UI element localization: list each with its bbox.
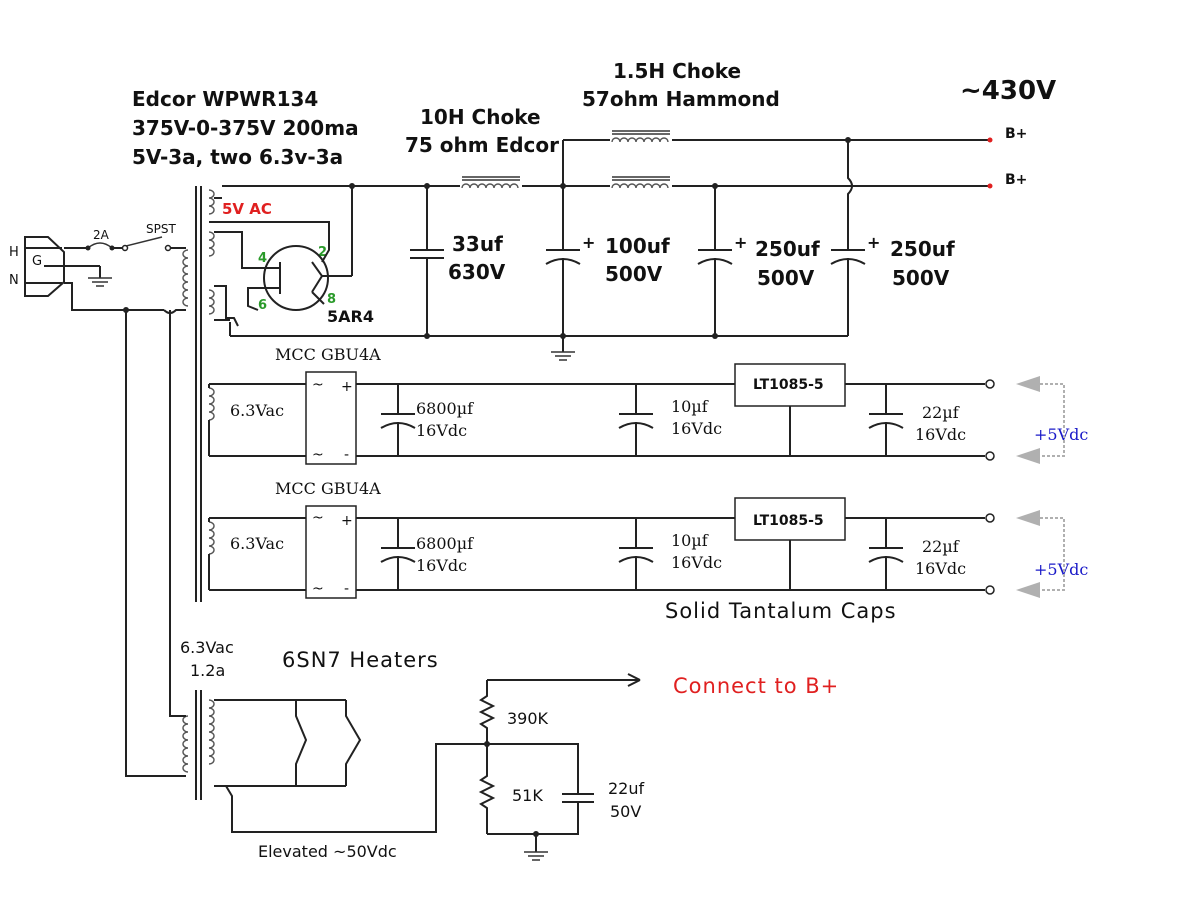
winding-5v-label: 5V AC [222, 200, 272, 218]
output-voltage-label: ~430V [960, 76, 1056, 106]
cap-22-1-voltage: 16Vdc [915, 425, 966, 444]
heater-winding-voltage: 6.3Vac [180, 638, 234, 657]
plug-h-label: H [9, 245, 19, 260]
cap-250uf-a: + [697, 186, 747, 336]
svg-text:+: + [582, 233, 595, 252]
power-transformer-core [195, 186, 202, 602]
cap-10-1-value: 10µf [671, 397, 709, 416]
cap-250a-value: 250uf [755, 237, 820, 261]
tube-pin-6: 6 [258, 298, 267, 313]
choke-10h-label-line1: 10H Choke [420, 105, 541, 129]
bridge-1-ac-out: ~ [312, 447, 324, 463]
cap-100-voltage: 500V [605, 262, 663, 286]
bridge-2-ac-in: ~ [312, 510, 324, 526]
regulator-2-label: LT1085-5 [753, 513, 824, 529]
bridge-1-label: MCC GBU4A [275, 345, 381, 364]
ground-symbol-hv [551, 336, 575, 361]
heater-transformer [182, 690, 215, 800]
cap-250a-voltage: 500V [757, 266, 815, 290]
transformer-label-line3: 5V-3a, two 6.3v-3a [132, 145, 343, 169]
cap-33-voltage: 630V [448, 260, 506, 284]
elevated-label: Elevated ~50Vdc [258, 842, 397, 861]
bridge-1-plus: + [341, 379, 353, 395]
choke-15h-bottom [610, 176, 672, 192]
choke-15h-label-line1: 1.5H Choke [613, 59, 741, 83]
arrows-5v-1 [1016, 376, 1065, 464]
cap-6800-1-voltage: 16Vdc [416, 421, 467, 440]
fuse-label: 2A [93, 228, 110, 242]
bridge-2-plus: + [341, 513, 353, 529]
choke-10h [460, 176, 522, 192]
bridge-2-label: MCC GBU4A [275, 479, 381, 498]
arrows-5v-2 [1016, 510, 1065, 598]
cap-100-value: 100uf [605, 234, 670, 258]
switch-label: SPST [146, 222, 176, 236]
output-5v-2-label: +5Vdc [1034, 560, 1088, 579]
rectifier-tube-label: 5AR4 [327, 307, 374, 326]
tube-pin-8: 8 [327, 292, 336, 307]
svg-text:+: + [867, 233, 880, 252]
cap-22uf-50v-voltage: 50V [610, 802, 641, 821]
cap-6800-1-value: 6800µf [416, 399, 474, 418]
transformer-label-line1: Edcor WPWR134 [132, 87, 318, 111]
bplus-label-top: B+ [1005, 126, 1027, 142]
connect-bplus-label: Connect to B+ [673, 674, 839, 698]
heater-winding-current: 1.2a [190, 661, 225, 680]
rectifier-tube-5ar4 [247, 245, 352, 311]
bridge-1-ac-in: ~ [312, 377, 324, 393]
cap-250b-value: 250uf [890, 237, 955, 261]
resistor-390k-label: 390K [507, 709, 549, 728]
five-volt-supply-2 [208, 497, 995, 599]
cap-250uf-b: + [830, 232, 880, 336]
output-5v-1-label: +5Vdc [1034, 425, 1088, 444]
secondary-hv-winding [208, 189, 215, 315]
choke-15h-label-line2: 57ohm Hammond [582, 87, 780, 111]
cap-6800-2-value: 6800µf [416, 534, 474, 553]
resistor-51k-label: 51K [512, 786, 543, 805]
cap-10-2-value: 10µf [671, 531, 709, 550]
spst-switch [112, 236, 186, 252]
cap-100uf: + [545, 186, 595, 336]
bias-divider [478, 673, 641, 861]
plug-n-label: N [9, 273, 19, 288]
cap-6800-2-voltage: 16Vdc [416, 556, 467, 575]
heater-ac-1-label: 6.3Vac [230, 401, 284, 420]
choke-15h-top [610, 130, 672, 146]
bridge-2-minus: - [344, 581, 349, 597]
bridge-2-ac-out: ~ [312, 581, 324, 597]
plug-g-label: G [32, 254, 42, 269]
cap-22-2-value: 22µf [922, 537, 960, 556]
fuse-2a [64, 242, 115, 251]
cap-22uf-50v-value: 22uf [608, 779, 645, 798]
cap-33-value: 33uf [452, 232, 503, 256]
heaters-title: 6SN7 Heaters [282, 648, 439, 672]
cap-10-1-voltage: 16Vdc [671, 419, 722, 438]
tube-pin-4: 4 [258, 251, 267, 266]
bridge-1-minus: - [344, 447, 349, 463]
transformer-label-line2: 375V-0-375V 200ma [132, 116, 359, 140]
cap-250b-voltage: 500V [892, 266, 950, 290]
heater-ac-2-label: 6.3Vac [230, 534, 284, 553]
regulator-1-label: LT1085-5 [753, 377, 824, 393]
cap-33uf [410, 186, 444, 336]
tube-pin-2: 2 [318, 245, 327, 260]
five-volt-supply-1 [208, 363, 995, 465]
choke-10h-label-line2: 75 ohm Edcor [405, 133, 559, 157]
cap-22-1-value: 22µf [922, 403, 960, 422]
bplus-label-bottom: B+ [1005, 172, 1027, 188]
cap-10-2-voltage: 16Vdc [671, 553, 722, 572]
cap-22-2-voltage: 16Vdc [915, 559, 966, 578]
svg-text:+: + [734, 233, 747, 252]
primary-winding [182, 249, 189, 307]
tantalum-note: Solid Tantalum Caps [665, 599, 897, 623]
